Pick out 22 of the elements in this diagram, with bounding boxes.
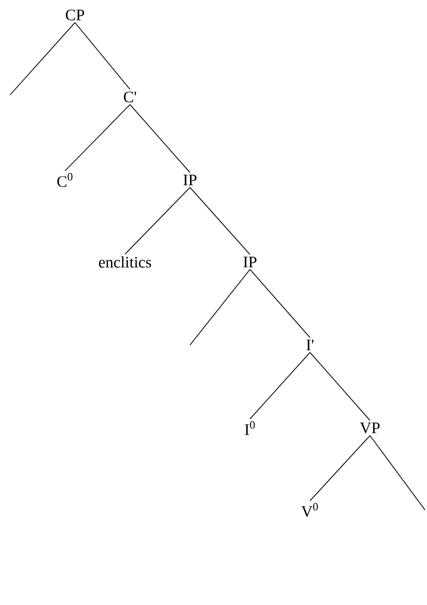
- tree-label: enclitics: [98, 256, 152, 268]
- branch-line: [130, 104, 190, 173]
- tree-label: CP: [66, 10, 84, 20]
- tree-label: VP: [360, 422, 380, 434]
- branch-line: [74, 22, 130, 90]
- branch-line: [64, 104, 130, 172]
- branch-line: [250, 269, 310, 338]
- branch-line: [310, 352, 370, 421]
- tree-label: IP: [243, 256, 256, 268]
- tree-label: IP: [183, 174, 196, 186]
- branch-line: [190, 187, 250, 255]
- branch-line: [370, 435, 426, 510]
- branch-line: [310, 435, 370, 502]
- tree-label: V$^{0}$: [301, 503, 318, 517]
- branch-line: [10, 22, 76, 96]
- branch-line: [250, 352, 310, 420]
- tree-label: C$^{0}$: [57, 173, 72, 187]
- tree-label: I': [306, 340, 314, 350]
- tree-label: I$^{0}$: [244, 421, 255, 435]
- branch-line: [190, 269, 250, 346]
- branch-line: [124, 187, 190, 255]
- tree-label: C': [124, 92, 136, 102]
